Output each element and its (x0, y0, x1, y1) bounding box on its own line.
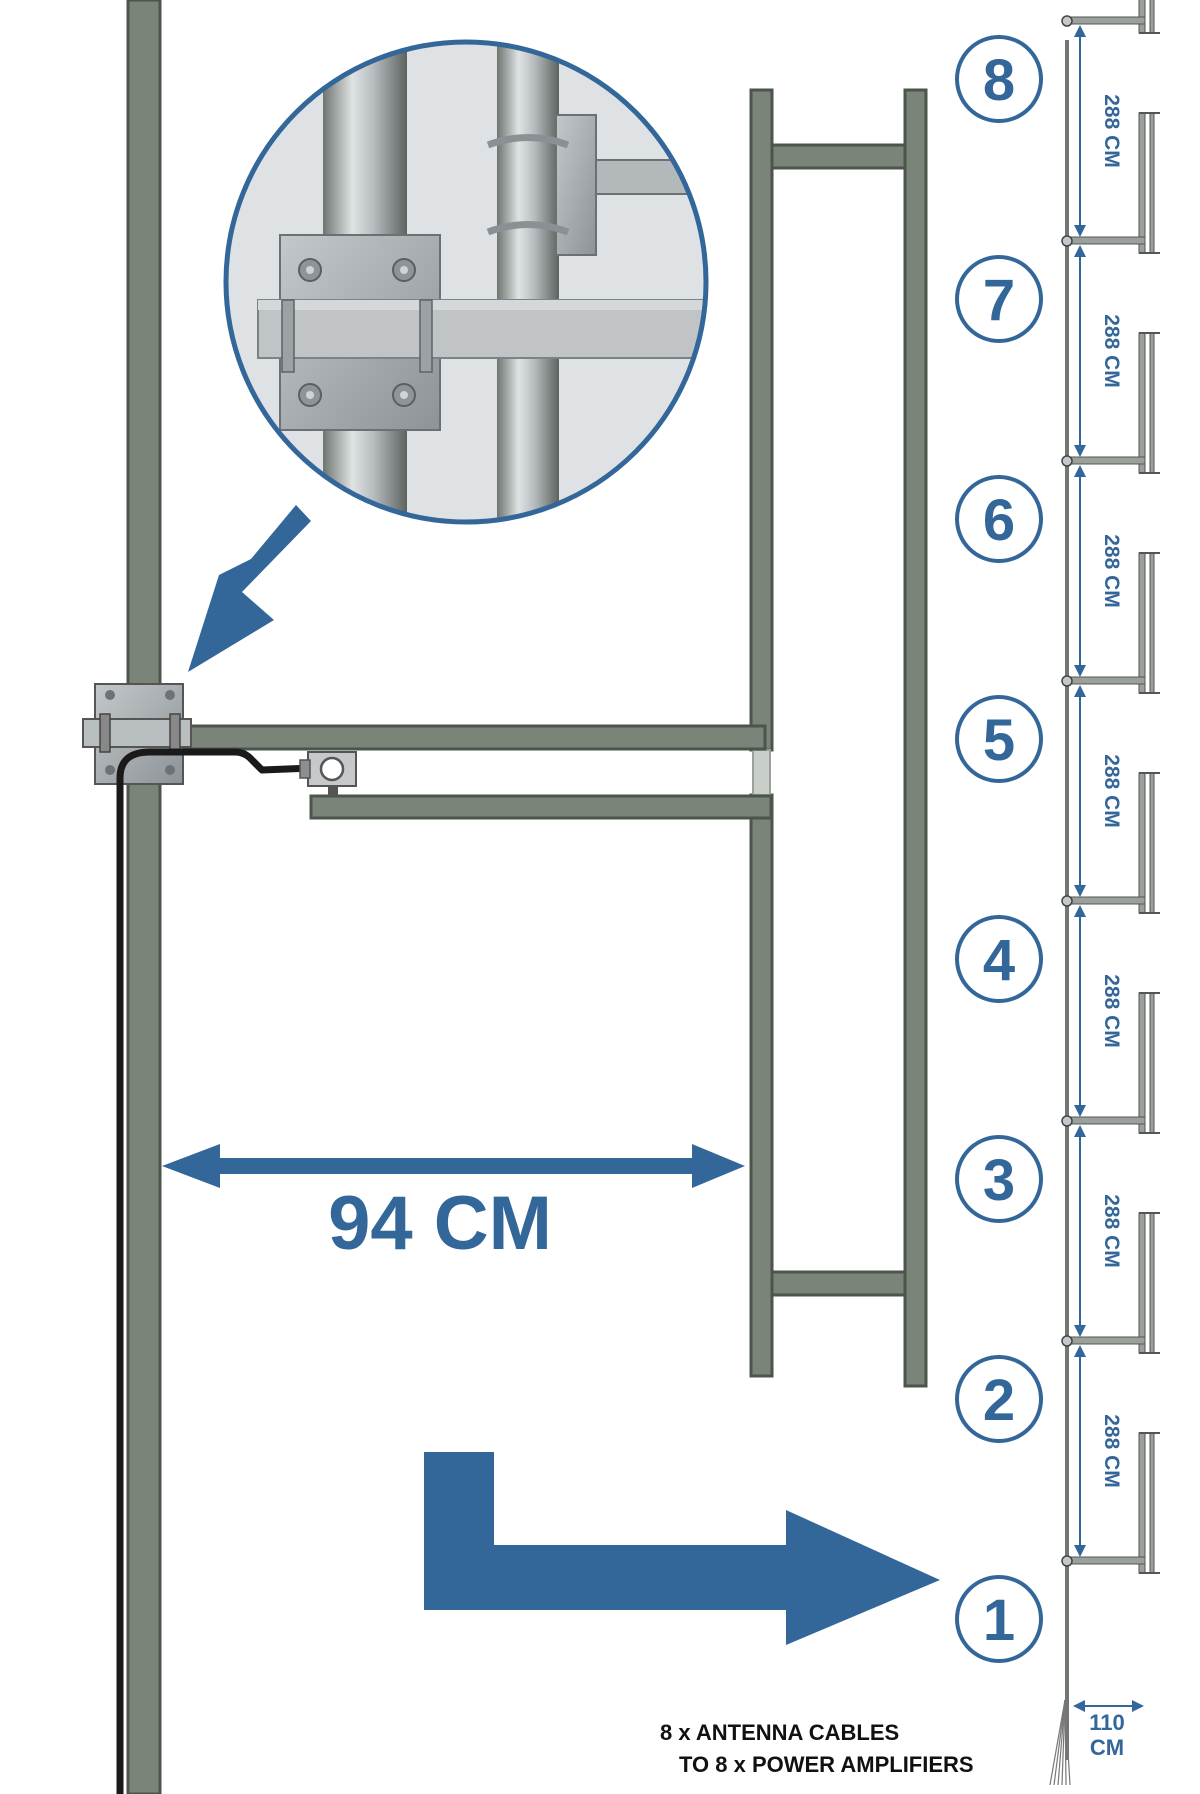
bent-arrow-right-icon (424, 1452, 940, 1645)
element-bar (1138, 332, 1146, 474)
element-clamp (1061, 1115, 1073, 1127)
element-bar (1149, 1212, 1155, 1354)
support-boom (158, 724, 773, 820)
spacing-label-5: 288 CM (1100, 534, 1123, 608)
bay-number-circle (955, 475, 1043, 563)
element-bar (1149, 332, 1155, 474)
spacing-arrowhead (1074, 665, 1086, 677)
spacing-label-2: 288 CM (1100, 1194, 1123, 1268)
element-boom (1066, 456, 1146, 465)
spacing-arrowhead (1074, 225, 1086, 237)
spacing-arrowhead (1074, 1325, 1086, 1337)
spacing-arrowhead (1074, 1545, 1086, 1557)
bay-number-circle (955, 255, 1043, 343)
caption-line-1: 8 x ANTENNA CABLES (660, 1720, 899, 1745)
bay-number-2: 2 (983, 1368, 1015, 1433)
bay-number-5: 5 (983, 708, 1015, 773)
feed-connector (299, 751, 357, 796)
element-bar (1149, 992, 1155, 1134)
element-width-value: 110 (1089, 1710, 1125, 1735)
element-bar (1149, 112, 1155, 254)
bay-number-circle (955, 695, 1043, 783)
element-boom (1066, 1116, 1146, 1125)
width-dimension-label: 94 CM (328, 1181, 552, 1266)
bay-number-1: 1 (983, 1588, 1015, 1653)
element-bar (1138, 772, 1146, 914)
element-clamp (1061, 895, 1073, 907)
spacing-label-7: 288 CM (1100, 94, 1123, 168)
clamp-detail-inset (223, 39, 709, 525)
bay-number-circle (955, 1135, 1043, 1223)
element-boom (1066, 1336, 1146, 1345)
element-clamp (1061, 235, 1073, 247)
spacing-label-1: 288 CM (1100, 1414, 1123, 1488)
element-width-unit: CM (1090, 1735, 1124, 1760)
width-arrowhead (1132, 1700, 1144, 1712)
element-clamp (1061, 455, 1073, 467)
bay-number-6: 6 (983, 488, 1015, 553)
mast-clamp (82, 683, 192, 785)
bay-number-8: 8 (983, 48, 1015, 113)
spacing-arrowhead (1074, 885, 1086, 897)
spacing-arrowhead (1074, 1125, 1086, 1137)
caption-line-2: TO 8 x POWER AMPLIFIERS (679, 1752, 974, 1777)
element-bar (1149, 1432, 1155, 1574)
element-bar (1149, 552, 1155, 694)
element-bar (1149, 772, 1155, 914)
cable-bundle-strand (1064, 1699, 1067, 1786)
bay-number-3: 3 (983, 1148, 1015, 1213)
element-clamp (1061, 1335, 1073, 1347)
spacing-label-3: 288 CM (1100, 974, 1123, 1048)
element-bar (1138, 552, 1146, 694)
cable-bundle-strand (1049, 1699, 1066, 1786)
spacing-arrowhead (1074, 25, 1086, 37)
spacing-arrowhead (1074, 245, 1086, 257)
bay-number-4: 4 (983, 928, 1015, 993)
cable-bundle-strand (1064, 1699, 1071, 1786)
feed-cable (116, 748, 313, 1794)
element-clamp (1061, 1555, 1073, 1567)
spacing-arrowhead (1074, 445, 1086, 457)
width-arrowhead (1073, 1700, 1085, 1712)
spacing-arrowhead (1074, 685, 1086, 697)
dipole-frame (749, 88, 928, 1388)
spacing-arrowhead (1074, 1345, 1086, 1357)
element-boom (1066, 236, 1146, 245)
element-bar (1138, 1432, 1146, 1574)
spacing-arrowhead (1074, 465, 1086, 477)
element-bar (1138, 992, 1146, 1134)
element-boom (1066, 1556, 1146, 1565)
bay-number-circle (955, 1575, 1043, 1663)
element-clamp (1061, 15, 1073, 27)
element-boom (1066, 16, 1146, 25)
cable-bundle-strand (1061, 1699, 1066, 1786)
cable-bundle-strand (1057, 1699, 1066, 1786)
spacing-label-4: 288 CM (1100, 754, 1123, 828)
bay-number-circle (955, 1355, 1043, 1443)
bay-number-circle (955, 915, 1043, 1003)
arrow-down-left-icon (188, 505, 311, 672)
spacing-label-6: 288 CM (1100, 314, 1123, 388)
element-boom (1066, 676, 1146, 685)
element-boom (1066, 896, 1146, 905)
main-mast (126, 0, 162, 1794)
double-headed-arrow-icon (162, 1144, 745, 1188)
element-clamp (1061, 675, 1073, 687)
antenna-array-stack: 1 2 3 4 5 6 7 8 288 CM 288 CM 288 CM 288 CM 288 CM 28… (955, 0, 1160, 1786)
bay-number-circle (955, 35, 1043, 123)
cable-bundle-strand (1053, 1699, 1066, 1786)
element-bar (1149, 0, 1155, 34)
bay-number-7: 7 (983, 268, 1015, 333)
spacing-arrowhead (1074, 1105, 1086, 1117)
element-bar (1138, 1212, 1146, 1354)
element-bar (1138, 112, 1146, 254)
spacing-arrowhead (1074, 905, 1086, 917)
